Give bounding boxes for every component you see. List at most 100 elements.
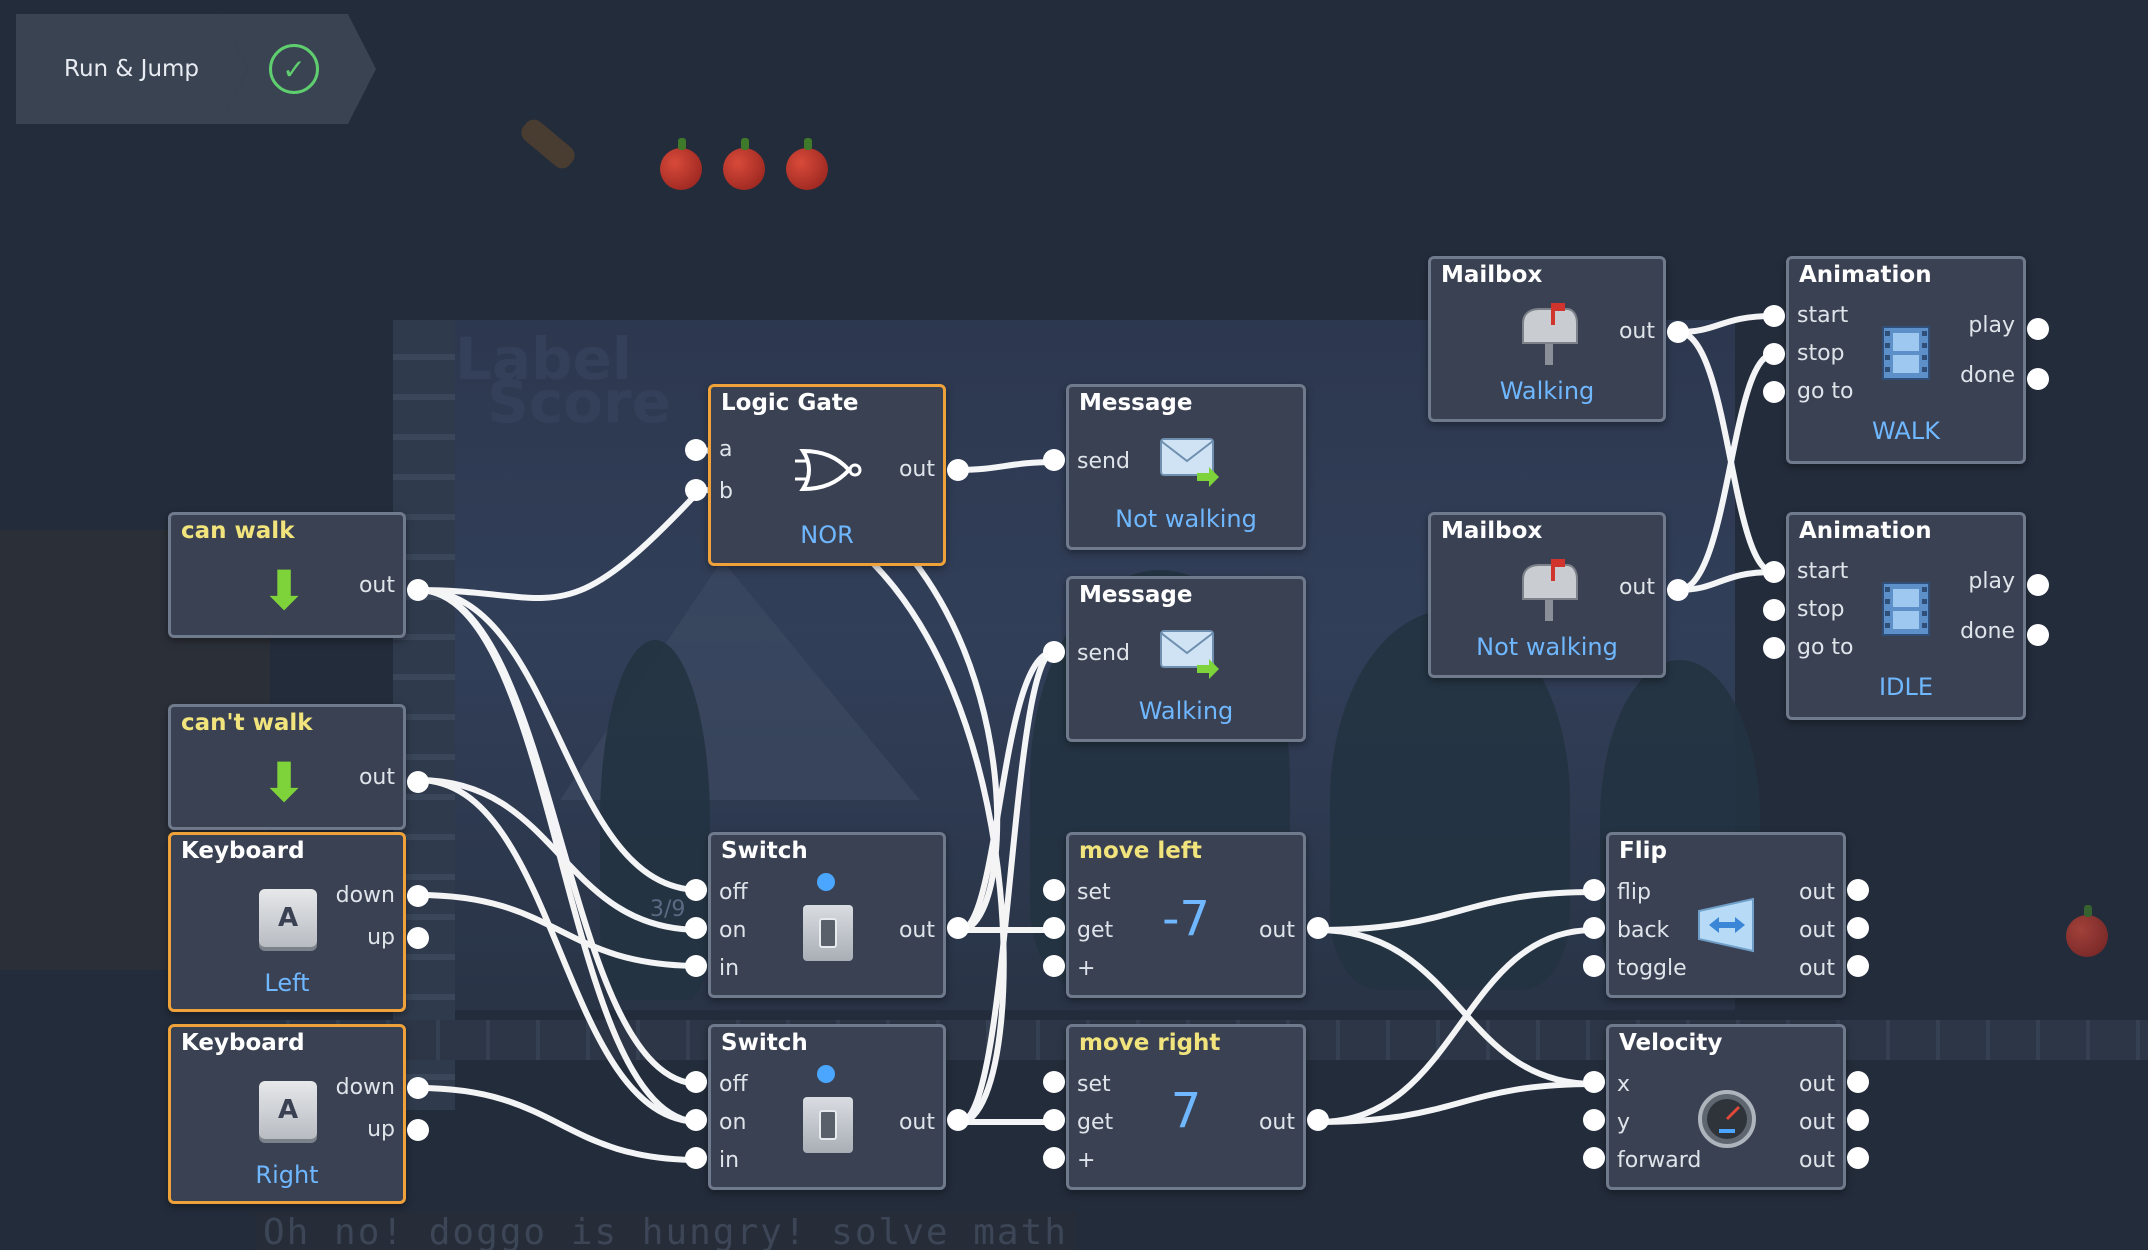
output-port-dot[interactable] xyxy=(2027,318,2049,340)
input-port-dot[interactable] xyxy=(685,479,707,501)
output-port-dot[interactable] xyxy=(1847,1147,1869,1169)
mailbox-value: Not walking xyxy=(1476,633,1618,661)
wire[interactable] xyxy=(1675,351,1777,593)
output-port-dot[interactable] xyxy=(407,771,429,793)
wire[interactable] xyxy=(1675,313,1777,335)
wire[interactable] xyxy=(415,777,703,933)
output-port-dot[interactable] xyxy=(407,1077,429,1099)
variable-node-move-left[interactable]: move left set get + out -7 xyxy=(1066,832,1306,998)
output-port-dot[interactable] xyxy=(1847,955,1869,977)
input-port-dot[interactable] xyxy=(1763,381,1785,403)
port-off: off xyxy=(719,1072,748,1097)
output-port-dot[interactable] xyxy=(1847,879,1869,901)
output-port-dot[interactable] xyxy=(947,459,969,481)
input-port-dot[interactable] xyxy=(685,1071,707,1093)
input-port-dot[interactable] xyxy=(1043,955,1065,977)
output-port-dot[interactable] xyxy=(1847,917,1869,939)
input-port-dot[interactable] xyxy=(1763,305,1785,327)
port-x: x xyxy=(1617,1072,1631,1097)
input-port-dot[interactable] xyxy=(1583,1147,1605,1169)
output-port-dot[interactable] xyxy=(1307,917,1329,939)
input-port-dot[interactable] xyxy=(685,917,707,939)
input-port-dot[interactable] xyxy=(1763,343,1785,365)
input-port-dot[interactable] xyxy=(1043,1109,1065,1131)
input-port-dot[interactable] xyxy=(1583,955,1605,977)
logic-gate-node[interactable]: Logic Gate a b out NOR xyxy=(708,384,946,566)
output-port-dot[interactable] xyxy=(1847,1071,1869,1093)
output-port-dot[interactable] xyxy=(947,917,969,939)
input-port-dot[interactable] xyxy=(685,955,707,977)
wire[interactable] xyxy=(955,459,1057,473)
input-port-dot[interactable] xyxy=(1043,1071,1065,1093)
wire[interactable] xyxy=(415,587,703,1087)
switch-node[interactable]: Switch off on in out xyxy=(708,1024,946,1190)
input-port-dot[interactable] xyxy=(1763,599,1785,621)
output-port-dot[interactable] xyxy=(407,885,429,907)
output-port-dot[interactable] xyxy=(1667,579,1689,601)
input-port-dot[interactable] xyxy=(1583,917,1605,939)
input-port-dot[interactable] xyxy=(1763,637,1785,659)
output-port-dot[interactable] xyxy=(2027,624,2049,646)
input-port-dot[interactable] xyxy=(1043,1147,1065,1169)
input-port-dot[interactable] xyxy=(1043,449,1065,471)
wire[interactable] xyxy=(415,1085,703,1163)
input-port-dot[interactable] xyxy=(1043,641,1065,663)
output-port-dot[interactable] xyxy=(947,1109,969,1131)
output-port-dot[interactable] xyxy=(2027,574,2049,596)
node-title: Velocity xyxy=(1619,1030,1723,1056)
animation-node-walk[interactable]: Animation start stop go to play done WAL… xyxy=(1786,256,2026,464)
keyboard-node-left[interactable]: Keyboard A down up Left xyxy=(168,832,406,1012)
input-port-dot[interactable] xyxy=(1043,917,1065,939)
wire[interactable] xyxy=(1675,329,1777,575)
wire[interactable] xyxy=(1315,927,1597,1087)
message-node[interactable]: Message send Not walking xyxy=(1066,384,1306,550)
wire[interactable] xyxy=(957,649,1057,1125)
output-port-dot[interactable] xyxy=(407,579,429,601)
variable-node-move-right[interactable]: move right set get + out 7 xyxy=(1066,1024,1306,1190)
wire[interactable] xyxy=(957,649,1057,933)
mailbox-node[interactable]: Mailbox out Not walking xyxy=(1428,512,1666,678)
node-title: Keyboard xyxy=(181,838,305,864)
keyboard-node-right[interactable]: Keyboard A down up Right xyxy=(168,1024,406,1204)
port-out: out xyxy=(358,765,395,790)
wire[interactable] xyxy=(1315,927,1597,1125)
velocity-node[interactable]: Velocity x y forward out out out xyxy=(1606,1024,1846,1190)
node-title: Message xyxy=(1079,390,1193,416)
port-add: + xyxy=(1077,1148,1096,1173)
node-title: Mailbox xyxy=(1441,262,1543,288)
output-port-dot[interactable] xyxy=(2027,368,2049,390)
level-breadcrumb[interactable]: Run & Jump xyxy=(16,14,248,124)
variable-node-can-walk[interactable]: can walk ⬇ out xyxy=(168,512,406,638)
flip-node[interactable]: Flip flip back toggle out out out xyxy=(1606,832,1846,998)
animation-node-idle[interactable]: Animation start stop go to play done IDL… xyxy=(1786,512,2026,720)
wire[interactable] xyxy=(1315,1081,1597,1125)
output-port-dot[interactable] xyxy=(1307,1109,1329,1131)
mailbox-node[interactable]: Mailbox out Walking xyxy=(1428,256,1666,422)
input-port-dot[interactable] xyxy=(1583,1109,1605,1131)
port-add: + xyxy=(1077,956,1096,981)
switch-node[interactable]: Switch off on in out xyxy=(708,832,946,998)
wire[interactable] xyxy=(1675,569,1777,593)
input-port-dot[interactable] xyxy=(685,439,707,461)
wire[interactable] xyxy=(415,587,703,893)
node-title: Logic Gate xyxy=(721,390,859,416)
input-port-dot[interactable] xyxy=(685,1147,707,1169)
message-node[interactable]: Message send Walking xyxy=(1066,576,1306,742)
output-port-dot[interactable] xyxy=(407,1119,429,1141)
output-port-dot[interactable] xyxy=(1667,321,1689,343)
input-port-dot[interactable] xyxy=(685,879,707,901)
input-port-dot[interactable] xyxy=(1043,879,1065,901)
port-out: out xyxy=(1798,880,1835,905)
apple-icon xyxy=(786,138,828,190)
output-port-dot[interactable] xyxy=(1847,1109,1869,1131)
input-port-dot[interactable] xyxy=(685,1109,707,1131)
output-port-dot[interactable] xyxy=(407,927,429,949)
wire[interactable] xyxy=(1315,889,1597,933)
wire[interactable] xyxy=(415,777,703,1125)
input-port-dot[interactable] xyxy=(1583,1071,1605,1093)
wire[interactable] xyxy=(415,892,703,969)
input-port-dot[interactable] xyxy=(1763,561,1785,583)
variable-node-cant-walk[interactable]: can't walk ⬇ out xyxy=(168,704,406,830)
input-port-dot[interactable] xyxy=(1583,879,1605,901)
wire[interactable] xyxy=(415,487,703,601)
